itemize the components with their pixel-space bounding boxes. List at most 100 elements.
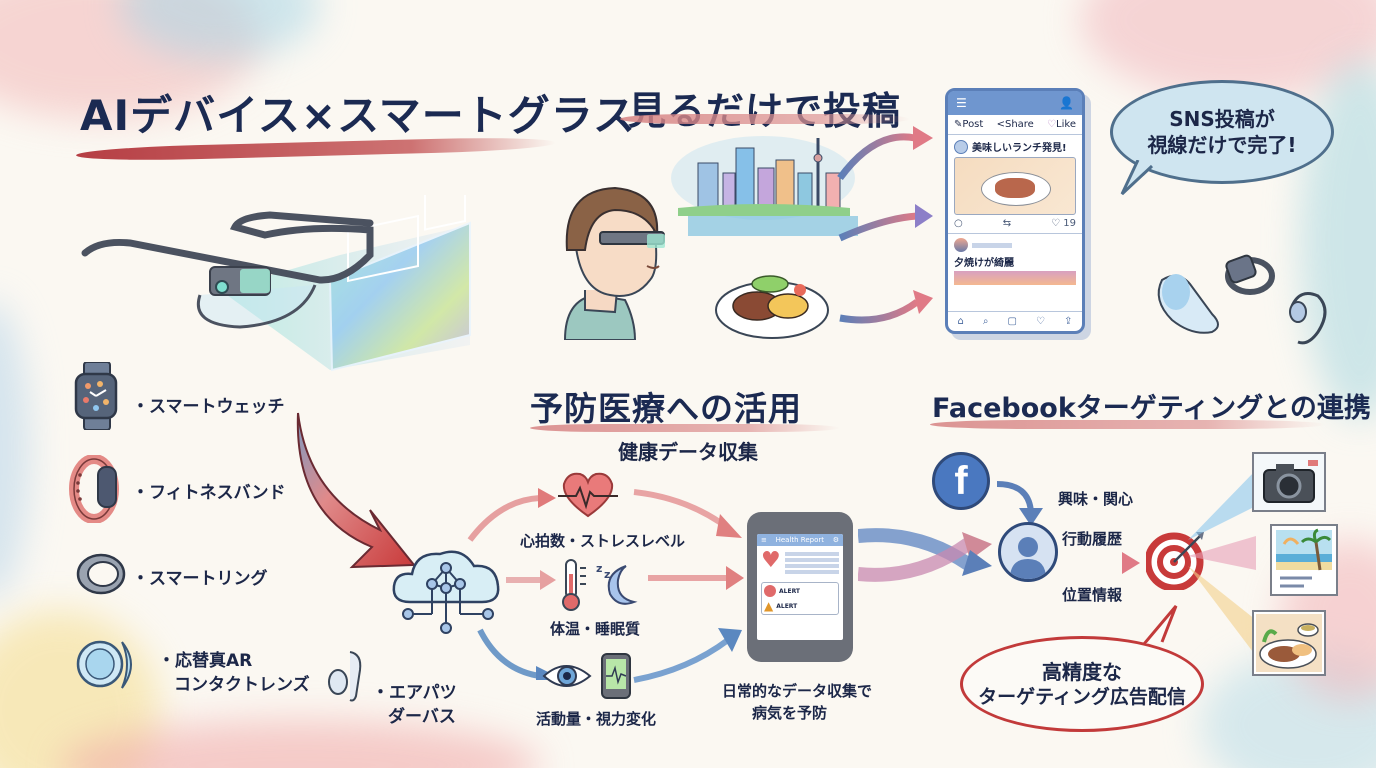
tablet-header: ≡ Health Report ⚙ [757,534,843,546]
wearables-cluster [1142,240,1342,350]
profile-icon[interactable]: 👤 [1059,96,1074,110]
alert-item[interactable]: ▲ ALERT [764,599,798,613]
like-action[interactable]: ♡Like [1047,119,1076,130]
post-2-text: 夕焼けが綺麗 [954,258,1014,269]
metric-temp-sleep: z z [560,556,640,612]
user-silhouette-icon [1010,537,1046,579]
ad-card-camera[interactable] [1252,452,1326,512]
tablet-screen: ≡ Health Report ⚙ ♥ ALERT ▲ [757,534,843,640]
device-label-earbuds-2: ダーバス [388,707,456,727]
sns-phone-mockup: ☰ 👤 ✎Post <Share ♡Like 美味しいランチ発見! ○ ⇆ ♡ … [945,88,1085,334]
settings-icon[interactable]: ⚙ [832,536,839,544]
flow-arrow-to-cloud [290,405,430,575]
facebook-title-underline [930,420,1325,429]
heart-rate-icon [558,472,618,518]
health-report-tablet: ≡ Health Report ⚙ ♥ ALERT ▲ [747,512,853,662]
alert-circle-icon [764,585,776,597]
like-count[interactable]: ♡ 19 [1051,218,1076,229]
food-image [995,178,1035,198]
heart-icon: ♥ [761,548,781,573]
upload-icon[interactable]: ⇪ [1064,316,1073,327]
data-point-location: 位置情報 [1062,586,1123,604]
post-1-image [954,157,1076,215]
svg-text:z: z [596,562,602,575]
user-to-target-arrow [1062,548,1142,578]
camera-icon [1263,460,1318,503]
post-2-header [954,238,1076,252]
watercolor-wash [0,300,30,600]
data-point-behavior: 行動履歴 [1062,530,1123,548]
comment-icon[interactable]: ○ [954,218,963,229]
metric-temp-sleep-label: 体温・睡眠質 [550,620,641,638]
facebook-to-user-arrow [995,478,1045,528]
device-item-earbuds [326,648,366,704]
phone-action-bar: ✎Post <Share ♡Like [948,115,1082,135]
alert-item[interactable]: ALERT [764,585,836,597]
posting-title: 見るだけで投稿 [628,89,902,133]
repost-icon[interactable]: ⇆ [1002,218,1012,229]
tablet-stat-list [784,550,839,576]
medical-title: 予防医療への活用 [530,389,802,428]
target-icon [1146,532,1204,590]
smartwatch-icon [74,362,118,430]
beach-image-icon [1276,528,1332,588]
device-label-smartwatch: ・スマートウェッチ [132,397,285,417]
arrow-icon [296,412,417,569]
post-1: 美味しいランチ発見! ○ ⇆ ♡ 19 [948,135,1082,233]
speech-bubble-tail [1120,160,1160,196]
city-scene-illustration [668,128,858,238]
add-icon[interactable]: ▢ [1007,316,1017,327]
thermometer-moon-icon: z z [562,559,638,611]
device-item-smartwatch [72,362,122,430]
avatar [954,139,968,154]
targeting-speech-bubble: 高精度な ターゲティング広告配信 [960,636,1204,732]
sns-bubble-line1: SNS投稿が [1169,107,1275,131]
arrow-icon [467,488,556,680]
avatar [954,238,968,252]
smart-glasses-illustration [70,195,490,375]
main-title: AIデバイス×スマートグラス [80,91,636,140]
device-item-contact-lens [74,636,142,692]
contact-lens-icon [76,640,132,689]
earbuds-icon [328,651,362,702]
post-1-actions: ○ ⇆ ♡ 19 [954,218,1076,229]
device-item-fitness-band [68,455,124,523]
user-profile-icon [998,522,1058,582]
device-label-smart-ring: ・スマートリング [132,569,268,589]
post-action[interactable]: ✎Post [954,119,984,130]
metric-activity-vision-label: 活動量・視力変化 [536,710,657,728]
targeting-bubble-line1: 高精度な [1042,659,1122,684]
home-icon[interactable]: ⌂ [957,316,964,327]
facebook-logo-icon: f [932,452,990,510]
data-point-interest: 興味・関心 [1058,490,1134,508]
medical-title-underline [530,424,840,432]
beam-icon [1188,470,1256,656]
fitness-band-icon [69,455,119,523]
share-action[interactable]: <Share [996,119,1034,130]
lunch-plate-illustration [712,262,832,342]
targeting-bubble-line2: ターゲティング広告配信 [978,685,1186,708]
target-bullseye [1146,530,1206,590]
heart-icon: ♡ [1047,119,1057,130]
medical-caption-line2: 病気を予防 [752,704,828,722]
device-label-earbuds-1: ・エアパツ [372,683,457,703]
flow-arrows-to-tablet [628,480,748,690]
search-icon[interactable]: ⌕ [982,316,989,327]
arrow-icon [1064,552,1140,574]
metric-activity-vision [540,652,640,702]
medical-caption-line1: 日常的なデータ収集で [722,682,873,700]
flow-ribbon-to-facebook [858,520,998,590]
ad-card-beach[interactable] [1270,524,1338,596]
svg-text:z: z [604,568,610,581]
eye-tablet-icon [542,653,631,699]
menu-icon[interactable]: ☰ [956,96,967,110]
device-label-fitness-band: ・フィトネスバンド [132,483,286,503]
ad-card-food[interactable] [1252,610,1326,676]
username-placeholder [972,242,1012,248]
share-icon: < [996,119,1005,130]
menu-icon[interactable]: ≡ [761,536,767,544]
post-2: 夕焼けが綺麗 [948,233,1082,289]
heart-icon[interactable]: ♡ [1036,316,1045,327]
person-with-glasses [555,180,685,340]
